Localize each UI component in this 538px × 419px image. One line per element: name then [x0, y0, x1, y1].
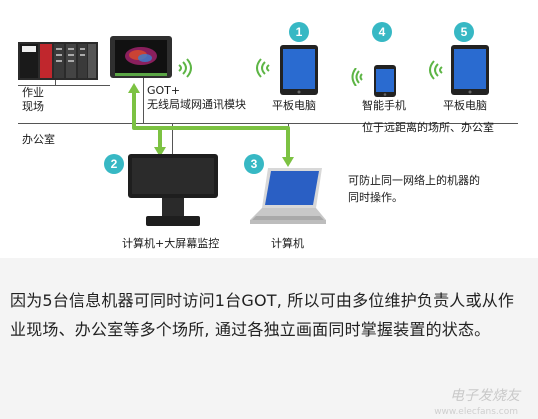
field-network-line	[18, 85, 110, 86]
laptop-label: 计算机	[271, 237, 304, 250]
wifi-icon	[178, 58, 192, 78]
got-subtitle-label: 无线局域网通讯模块	[147, 98, 246, 111]
office-network-line	[18, 123, 518, 124]
tablet-1-label: 平板电脑	[272, 99, 316, 112]
monitor-icon	[128, 154, 218, 226]
watermark-logo: 电子发烧友	[450, 388, 520, 404]
tablet-1-icon	[280, 45, 318, 95]
plc-rack-icon	[18, 42, 98, 80]
got-title-label: GOT+	[147, 84, 181, 97]
badge-3: 3	[244, 154, 264, 174]
tablet-2-label: 平板电脑	[443, 99, 487, 112]
network-diagram: 作业 现场 办公室 GOT+ 无线局域网通讯模块 1 平板电脑 4	[18, 22, 518, 250]
wifi-icon	[351, 68, 363, 86]
got-drop-line	[143, 78, 144, 124]
got-hmi-icon	[110, 36, 172, 78]
badge-1: 1	[289, 22, 309, 42]
badge-5: 5	[454, 22, 474, 42]
tablet-2-icon	[451, 45, 489, 95]
pc-drop-line	[172, 124, 173, 154]
description-text: 因为5台信息机器可同时访问1台GOT, 所以可由多位维护负责人或从作业现场、办公…	[10, 291, 515, 339]
pc-monitor-label: 计算机+大屏幕监控	[122, 237, 220, 250]
smartphone-icon	[374, 65, 396, 97]
laptop-icon	[250, 168, 326, 224]
access-arrows	[128, 83, 294, 167]
network-note-label: 可防止同一网络上的机器的 同时操作。	[348, 174, 480, 204]
plc-drop-line	[55, 78, 56, 86]
badge-4: 4	[372, 22, 392, 42]
office-label: 办公室	[22, 133, 55, 146]
description-panel: 因为5台信息机器可同时访问1台GOT, 所以可由多位维护负责人或从作业现场、办公…	[0, 258, 538, 419]
field-site-label: 作业 现场	[22, 86, 44, 113]
wifi-icon	[256, 58, 270, 78]
smartphone-label: 智能手机	[362, 99, 406, 112]
badge-2: 2	[104, 154, 124, 174]
watermark-url: www.elecfans.com	[434, 407, 518, 417]
remote-note-label: 位于远距离的场所、办公室	[362, 121, 494, 134]
wifi-icon	[429, 60, 443, 80]
